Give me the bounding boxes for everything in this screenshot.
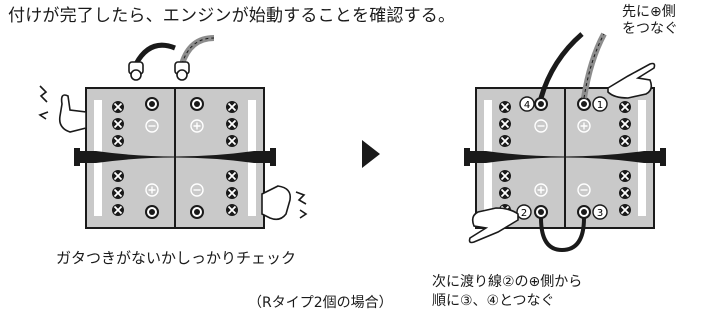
- svg-text:2: 2: [521, 208, 527, 219]
- clamp-icon: [128, 61, 190, 81]
- type-note: （Rタイプ2個の場合）: [248, 295, 393, 311]
- terminal-label-2: 2: [516, 204, 532, 220]
- svg-text:1: 1: [597, 100, 603, 111]
- terminal-label-4: 4: [519, 96, 535, 112]
- hand-pointing-icon: [607, 62, 656, 99]
- wiggle-hand-icon: [261, 185, 308, 221]
- left-battery: [74, 87, 276, 229]
- right-battery: [464, 87, 666, 229]
- hand-pointing-icon: [468, 207, 519, 244]
- wiggle-hand-icon: [38, 85, 87, 133]
- svg-text:4: 4: [524, 100, 530, 111]
- check-caption: ガタつきがないかしっかりチェック: [56, 249, 297, 267]
- top-caption: 付けが完了したら、エンジンが始動することを確認する。: [8, 6, 456, 26]
- first-connect-note: 先に⊕側 をつなぐ: [622, 4, 678, 37]
- svg-text:3: 3: [597, 208, 603, 219]
- jumper-caption: 次に渡り線②の⊕側から 順に③、④とつなぐ: [432, 274, 583, 309]
- terminal-label-3: 3: [592, 204, 608, 220]
- terminal-label-1: 1: [592, 96, 608, 112]
- arrow-right-icon: [362, 140, 380, 168]
